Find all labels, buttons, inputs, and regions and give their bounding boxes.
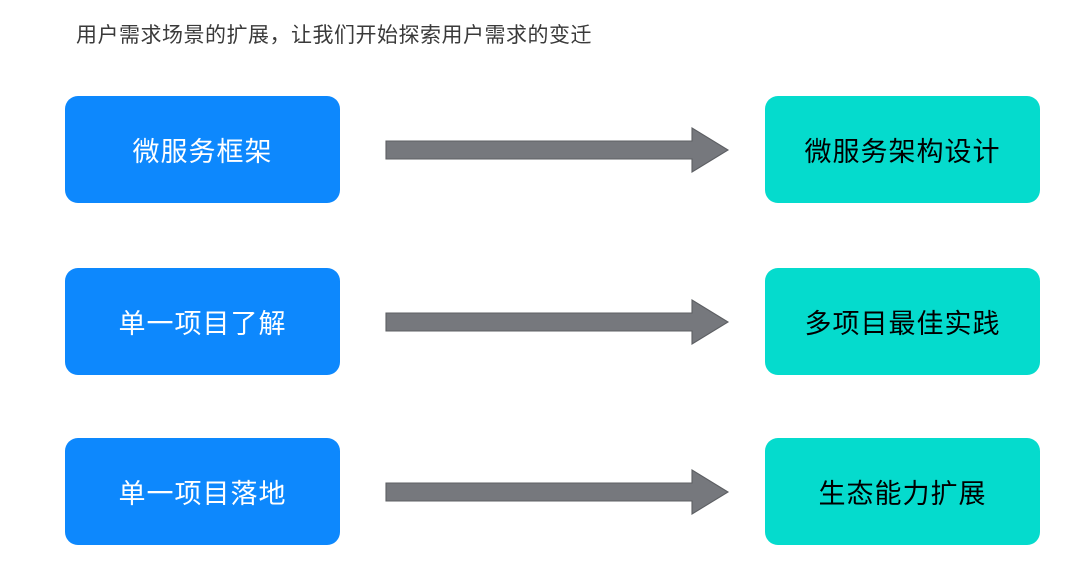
right-arrow-icon bbox=[385, 299, 730, 345]
to-node-label: 多项目最佳实践 bbox=[804, 309, 1001, 339]
from-node-1[interactable]: 微服务框架 bbox=[65, 96, 340, 203]
from-node-label: 单一项目了解 bbox=[118, 309, 287, 339]
transition-row: 单一项目落地 生态能力扩展 bbox=[0, 438, 1080, 545]
to-node-label: 微服务架构设计 bbox=[804, 137, 1001, 167]
from-node-label: 单一项目落地 bbox=[118, 479, 287, 509]
right-arrow-glyph bbox=[385, 469, 730, 515]
right-arrow-glyph bbox=[385, 299, 730, 345]
from-node-2[interactable]: 单一项目了解 bbox=[65, 268, 340, 375]
to-node-3[interactable]: 生态能力扩展 bbox=[765, 438, 1040, 545]
transition-row: 微服务框架 微服务架构设计 bbox=[0, 96, 1080, 203]
to-node-1[interactable]: 微服务架构设计 bbox=[765, 96, 1040, 203]
to-node-label: 生态能力扩展 bbox=[818, 479, 987, 509]
to-node-2[interactable]: 多项目最佳实践 bbox=[765, 268, 1040, 375]
page-title: 用户需求场景的扩展，让我们开始探索用户需求的变迁 bbox=[76, 24, 592, 47]
from-node-label: 微服务框架 bbox=[132, 137, 273, 167]
transition-row: 单一项目了解 多项目最佳实践 bbox=[0, 268, 1080, 375]
right-arrow-icon bbox=[385, 127, 730, 173]
from-node-3[interactable]: 单一项目落地 bbox=[65, 438, 340, 545]
right-arrow-glyph bbox=[385, 127, 730, 173]
right-arrow-icon bbox=[385, 469, 730, 515]
